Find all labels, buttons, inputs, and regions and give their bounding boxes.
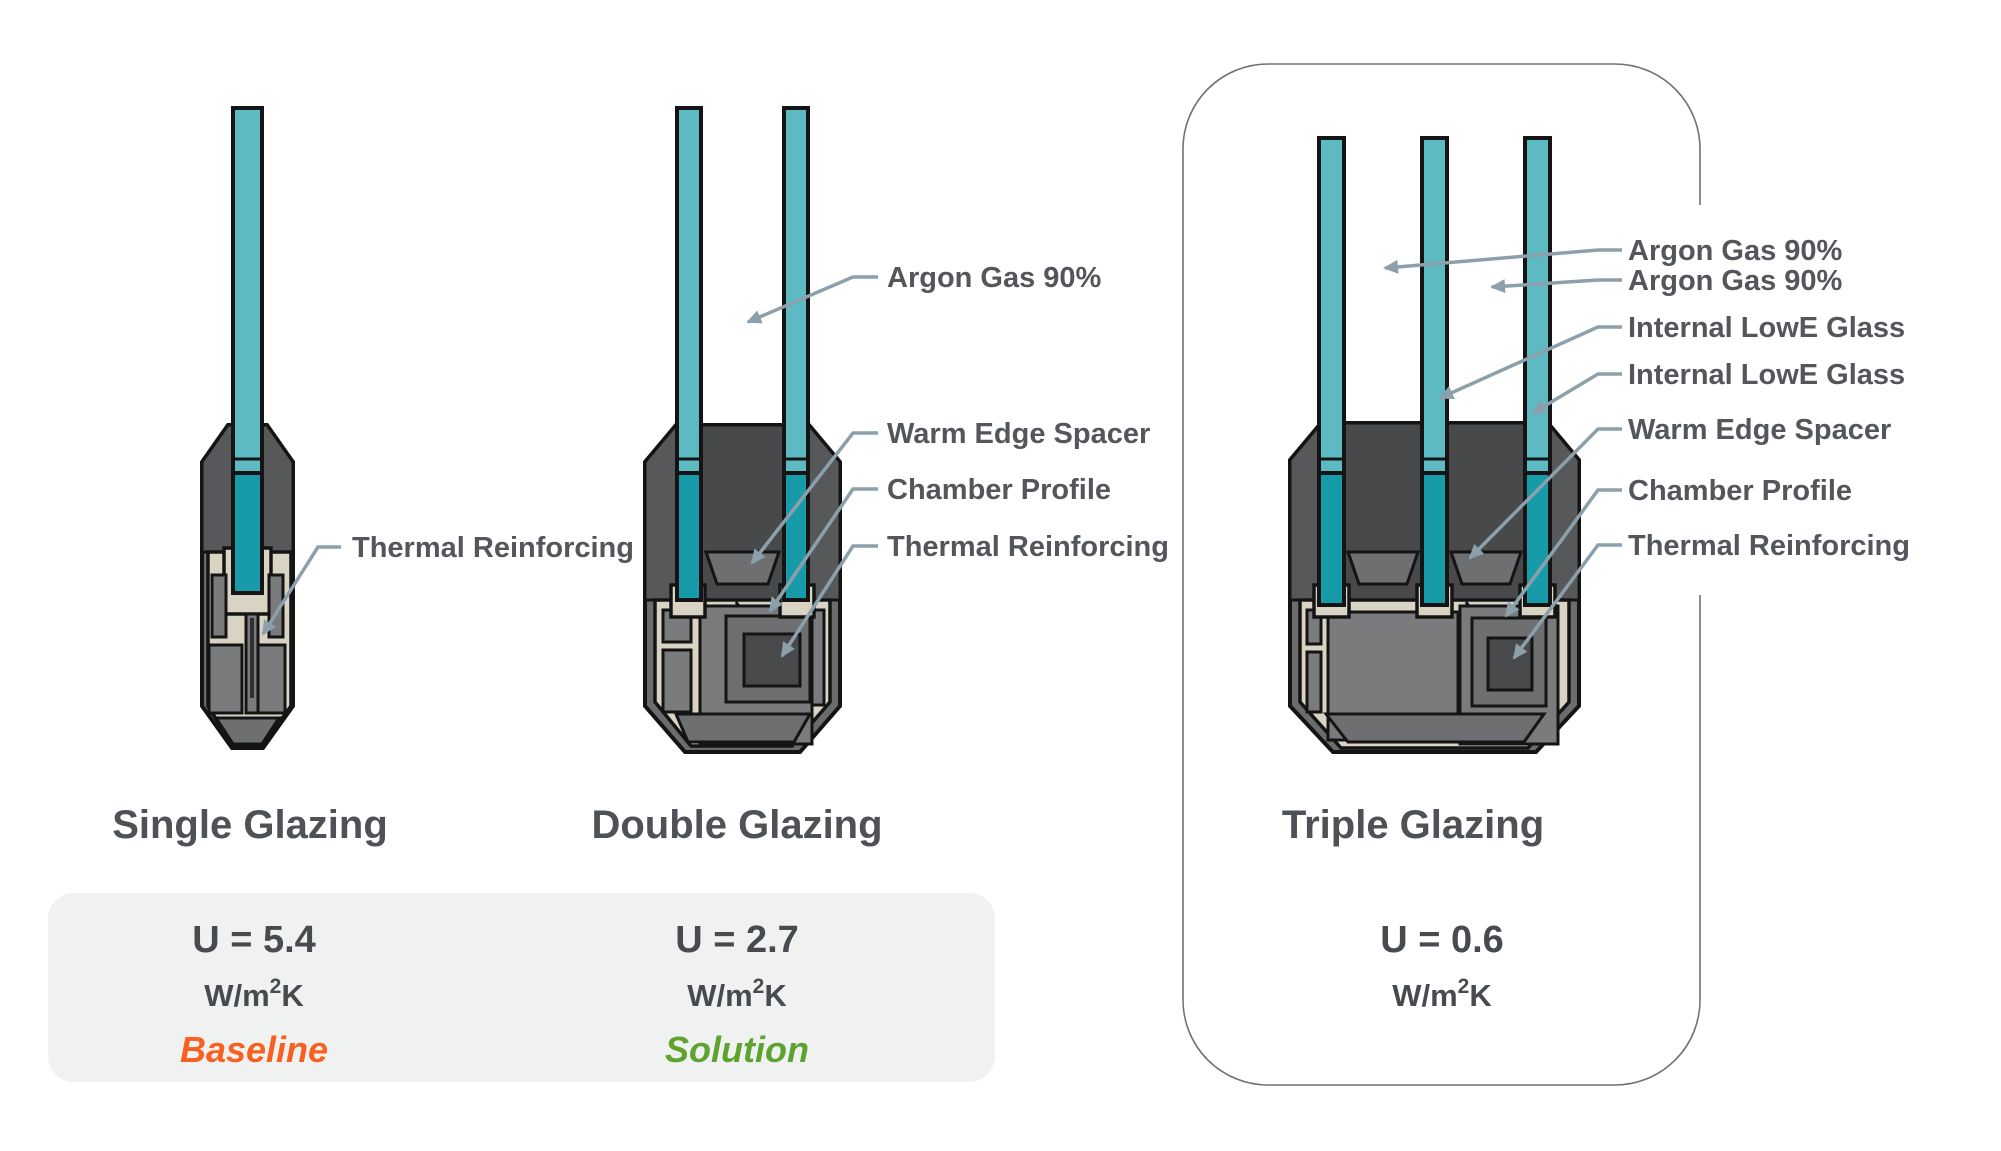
u-unit: W/m2K [204, 975, 304, 1013]
glass-pane [231, 106, 264, 475]
leader-lowe-glass-2 [1531, 372, 1622, 415]
results-card [48, 893, 995, 1082]
single-glazing-unit [200, 106, 295, 750]
leader-lowe-glass-1 [1438, 325, 1622, 400]
glass-pane [675, 106, 703, 475]
leader-lines [261, 248, 1622, 660]
triple-glazing-unit [1288, 136, 1581, 754]
unit-title: Double Glazing [591, 803, 882, 847]
chamber-bottom [213, 716, 282, 746]
label-knockout [1590, 205, 2001, 595]
label: Internal LowE Glass [1628, 359, 1905, 391]
leader-thermal-reinforcing [1512, 543, 1622, 660]
status-tag: Baseline [180, 1029, 328, 1070]
thermal-reinforcing-box [1486, 636, 1534, 692]
label: Warm Edge Spacer [887, 418, 1150, 450]
leader-warm-edge-spacer [1468, 427, 1622, 560]
u-value: U = 2.7 [675, 919, 799, 961]
status-tag: Solution [665, 1029, 809, 1070]
leader-chamber-profile [768, 487, 878, 613]
label: Chamber Profile [1628, 475, 1852, 507]
u-value-block-double: U = 2.7 W/m2K Solution [665, 919, 809, 1070]
chamber [256, 643, 287, 715]
chamber [1305, 650, 1323, 714]
label: Internal LowE Glass [1628, 312, 1905, 344]
warm-edge-spacer [703, 550, 782, 586]
leader-thermal-reinforcing [780, 544, 878, 658]
label: Argon Gas 90% [1628, 265, 1843, 297]
u-value: U = 0.6 [1380, 919, 1504, 961]
u-unit: W/m2K [687, 975, 787, 1013]
callout-labels: Thermal Reinforcing Argon Gas 90% Warm E… [352, 235, 1910, 564]
label: Thermal Reinforcing [1628, 530, 1910, 562]
warm-edge-spacer [1345, 550, 1421, 586]
chamber [207, 643, 244, 715]
leader-argon-gas [746, 275, 878, 324]
label: Thermal Reinforcing [352, 532, 634, 564]
u-value-block-single: U = 5.4 W/m2K Baseline [180, 919, 328, 1070]
glass-pane-lower [675, 471, 703, 602]
label: Argon Gas 90% [887, 262, 1102, 294]
leader-chamber-profile [1504, 488, 1622, 618]
chamber [661, 648, 693, 714]
u-unit: W/m2K [1392, 975, 1492, 1013]
leader-argon-gas-2 [1490, 278, 1622, 294]
glass-pane [1317, 136, 1346, 475]
label: Warm Edge Spacer [1628, 414, 1891, 446]
leader-warm-edge-spacer [750, 431, 878, 565]
glass-pane-lower [782, 471, 810, 602]
glass-pane-lower [1317, 471, 1346, 607]
glass-pane [782, 106, 810, 475]
label: Argon Gas 90% [1628, 235, 1843, 267]
label: Chamber Profile [887, 474, 1111, 506]
label: Thermal Reinforcing [887, 531, 1169, 563]
u-value: U = 5.4 [192, 919, 316, 961]
chamber-bottom [1322, 712, 1547, 744]
glass-pane [1523, 136, 1552, 475]
unit-title: Triple Glazing [1282, 803, 1544, 847]
glass-pane-lower [231, 471, 264, 595]
unit-title: Single Glazing [112, 803, 388, 847]
chamber-bottom [673, 712, 813, 744]
chamber [810, 608, 826, 707]
leader-thermal-reinforcing [261, 545, 341, 636]
thermal-reinforcing-bar [250, 618, 254, 698]
glass-pane [1420, 136, 1449, 475]
chamber [210, 573, 228, 639]
glass-pane-lower [1420, 471, 1449, 607]
u-value-block-triple: U = 0.6 W/m2K [1380, 919, 1504, 1013]
warm-edge-spacer [1448, 550, 1524, 586]
double-glazing-unit [643, 106, 842, 754]
leader-argon-gas-1 [1383, 248, 1622, 274]
